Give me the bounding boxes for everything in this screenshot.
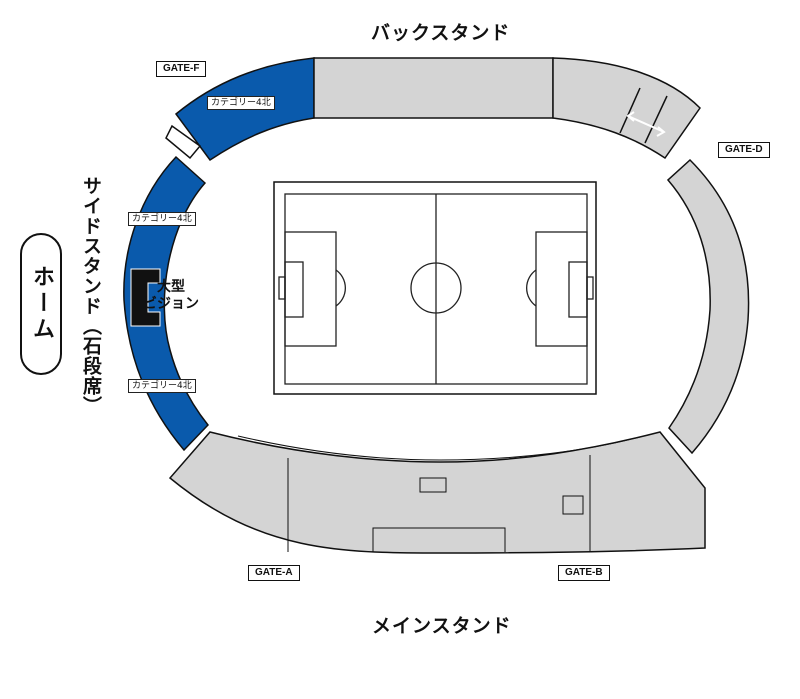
ne-divider <box>619 87 641 134</box>
main-stand-box <box>372 527 506 552</box>
gate-d-label[interactable]: GATE-D <box>718 142 770 158</box>
large-vision-line1: 大型 <box>157 279 185 295</box>
large-vision-line2: ビジョン <box>143 296 199 312</box>
back-stand-title: バックスタンド <box>371 22 511 44</box>
ne-divider-2 <box>644 95 668 144</box>
gate-a-label[interactable]: GATE-A <box>248 565 300 581</box>
gate-f-label[interactable]: GATE-F <box>156 61 207 77</box>
main-stand-title: メインスタンド <box>372 615 512 637</box>
back-stand-ne-section[interactable] <box>552 57 701 160</box>
main-stand-room <box>562 495 584 515</box>
main-stand-entry <box>419 477 447 493</box>
side-stand[interactable] <box>123 155 209 452</box>
pitch <box>273 181 597 395</box>
east-stand[interactable] <box>666 158 750 455</box>
large-vision-label: 大型 ビジョン <box>143 279 199 313</box>
home-badge: ホーム <box>20 233 62 375</box>
back-stand-center[interactable] <box>313 57 554 119</box>
side-stand-title: サイドスタンド（石段席） <box>80 176 102 416</box>
double-arrow-icon <box>626 111 666 137</box>
large-vision-screen-icon <box>130 268 161 327</box>
category-label-top[interactable]: カテゴリー4北 <box>207 96 275 110</box>
main-stand-inner-rail <box>237 435 641 461</box>
category-label-mid[interactable]: カテゴリー4北 <box>128 212 196 226</box>
home-label: ホーム <box>29 265 54 343</box>
category-label-bottom[interactable]: カテゴリー4北 <box>128 379 196 393</box>
gate-b-label[interactable]: GATE-B <box>558 565 610 581</box>
gate-f-passage <box>165 124 202 160</box>
